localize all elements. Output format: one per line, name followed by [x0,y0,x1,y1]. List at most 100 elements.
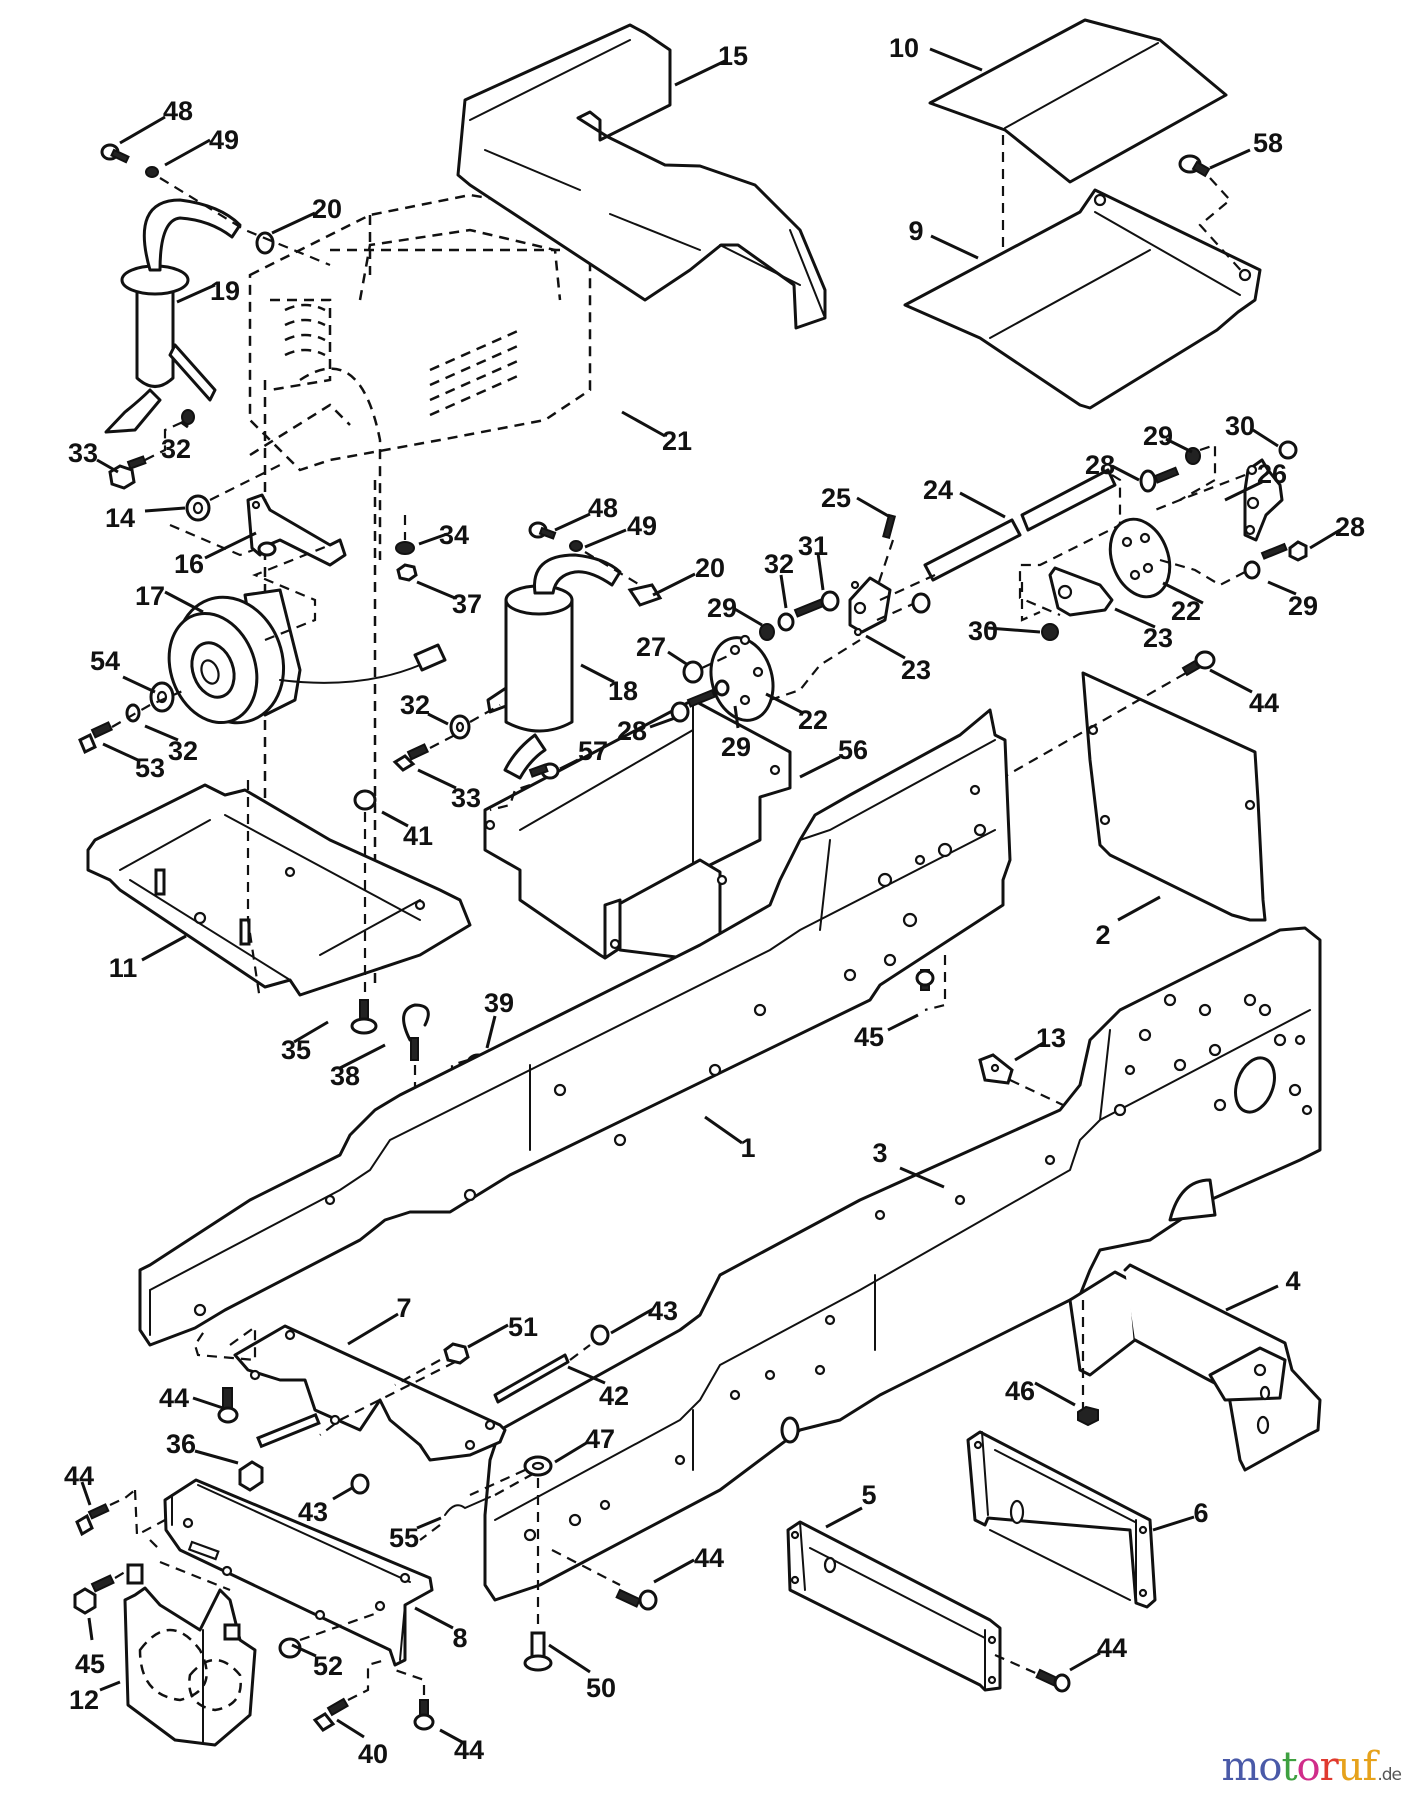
leader-line [649,716,676,729]
washer-32 [125,703,141,723]
bolt-45 [915,955,947,1012]
leader-line [930,234,979,260]
coupler-disc-22b [1108,517,1172,599]
hex-bolt-45b [73,1560,231,1615]
rear-panel [994,664,1267,922]
callout-rear-panel: 2 [1095,895,1161,950]
callout-mounting-bolt: 35 [281,1020,329,1065]
leader-line [96,458,119,474]
callout-bolt: 44 [653,1543,724,1584]
washer-43b [350,1473,370,1495]
callout-muffler-right: 18 [580,663,638,706]
leader-line [192,1396,224,1410]
leader-line [1152,1515,1195,1532]
callout-lock-washer: 34 [418,520,469,550]
callout-number: 21 [662,426,692,456]
leader-line [80,1481,92,1506]
leader-line [1267,580,1297,596]
callout-number: 11 [109,953,138,983]
callout-number: 29 [707,593,737,623]
leader-line [180,420,189,429]
leader-line [733,705,740,729]
callout-washer: 49 [164,125,239,167]
callout-shaft-flange: 23 [865,634,931,685]
callout-number: 48 [588,493,618,523]
leader-line [381,810,409,828]
callout-number: 7 [396,1293,411,1323]
callout-number: 2 [1095,920,1110,950]
callout-number: 47 [585,1424,615,1454]
engine-mount-plate [86,780,472,1001]
leader-line [653,1558,695,1584]
callout-number: 6 [1193,1498,1208,1528]
leader-line [427,712,449,726]
leader-line [99,1680,121,1692]
callout-number: 4 [1285,1266,1300,1296]
nut-30b [1041,623,1059,641]
washer-54 [149,681,175,713]
callout-cross-bar-rear: 6 [1152,1498,1209,1532]
callout-number: 17 [135,581,165,611]
callout-number: 33 [451,783,481,813]
leader-line [164,590,204,614]
leader-line [816,552,825,591]
callout-number: 25 [821,483,851,513]
leader-line [332,1486,353,1501]
callout-number: 38 [330,1061,360,1091]
leader-line [779,574,788,609]
callout-rear-bracket: 4 [1225,1266,1301,1312]
callout-number: 26 [1257,459,1287,489]
callout-engine-bracket: 16 [174,531,257,579]
engine-bracket-16 [246,493,347,567]
nut-30 [769,592,931,702]
callout-spacer-washer: 47 [554,1424,615,1464]
leader-line [204,531,257,560]
leader-line [799,755,841,779]
leader-line [293,1020,329,1044]
leader-line [959,491,1006,519]
callout-number: 43 [648,1296,678,1326]
lock-washer-34 [395,541,415,555]
callout-electric-clutch: 17 [135,581,204,614]
leader-line [339,1043,386,1070]
callout-number: 18 [608,676,638,706]
callout-number: 28 [617,716,647,746]
callout-bolt: 33 [417,768,481,813]
leader-line [1209,148,1251,170]
callout-hex-bolt: 36 [166,1429,239,1465]
clip-nut-13 [978,1053,1081,1114]
watermark-letter: m [1221,1744,1259,1790]
callout-number: 28 [1085,450,1115,480]
callout-number: 8 [452,1623,467,1653]
callout-number: 43 [298,1497,328,1527]
leader-line [485,1015,497,1049]
callout-number: 42 [599,1381,629,1411]
callout-bolt: 44 [1069,1633,1127,1672]
leader-line [417,768,457,790]
front-bumper-bracket [133,1478,434,1667]
bolt-44 [1181,650,1216,677]
callout-hex-bolt: 45 [75,1617,105,1679]
nut-46 [1077,1405,1099,1427]
leader-line [652,572,696,597]
callout-lock-washer: 29 [1267,580,1318,621]
shaft-flange-23b [1020,566,1114,622]
callout-hairpin-clip: 55 [389,1516,442,1553]
leader-line [467,1323,509,1349]
callout-number: 22 [1171,596,1201,626]
nut-51 [319,1342,470,1436]
callout-number: 27 [636,632,666,662]
callout-number: 16 [174,549,204,579]
callout-bolt: 44 [1209,668,1279,718]
callout-cross-bar-front: 5 [825,1480,877,1529]
leader-line [119,115,166,145]
leader-line [1309,528,1341,550]
callout-nut: 30 [968,616,1041,646]
leader-line [567,1365,606,1385]
washer-32c [449,714,471,740]
frame-right-holes [523,993,1313,1542]
gear-housing [123,1563,257,1747]
callout-bolt: 53 [102,742,165,783]
callout-number: 31 [798,531,828,561]
leader-line [416,580,456,600]
